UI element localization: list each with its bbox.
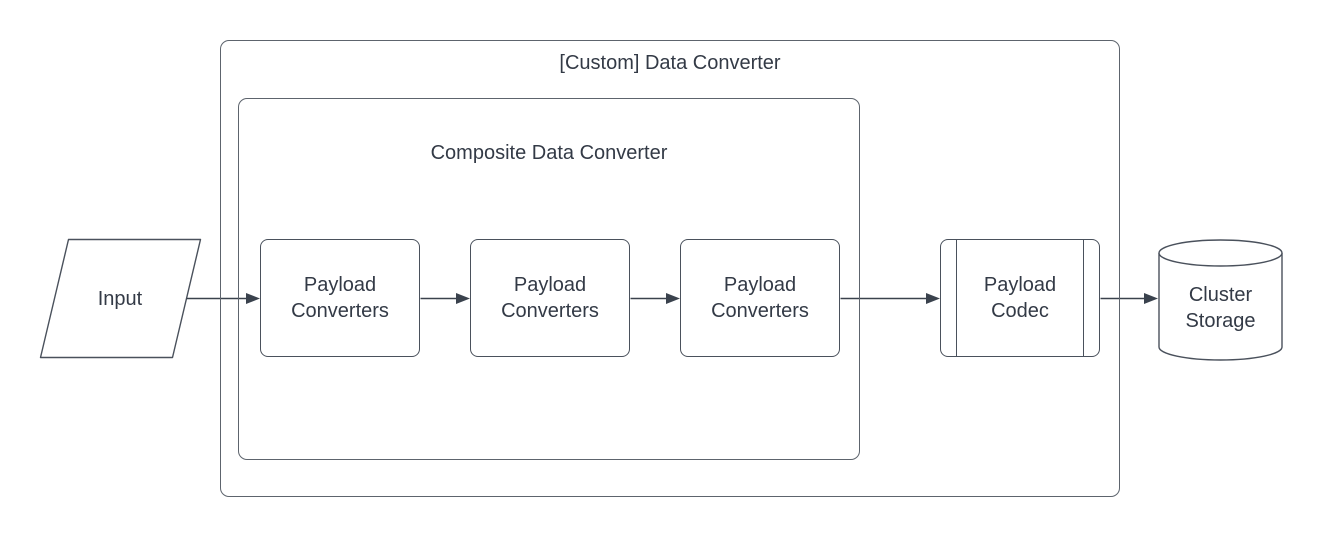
connector-input-to-converter-1 xyxy=(186,293,260,304)
connector-codec-to-storage xyxy=(1100,293,1158,304)
payload-converters-2-label: Payload Converters xyxy=(501,274,599,322)
connector-converter-1-to-2 xyxy=(420,293,470,304)
payload-codec-left-bar xyxy=(956,240,958,356)
custom-data-converter-title: [Custom] Data Converter xyxy=(559,52,781,74)
custom-data-converter-container xyxy=(220,40,1120,497)
payload-converters-3-label: Payload Converters xyxy=(711,274,809,322)
payload-converters-1-label: Payload Converters xyxy=(291,274,389,322)
cluster-storage-cylinder-top xyxy=(1158,239,1283,267)
payload-codec-right-bar xyxy=(1082,240,1084,356)
payload-codec-node: Payload Codec xyxy=(940,239,1100,357)
connector-converter-2-to-3 xyxy=(630,293,680,304)
payload-converters-node-2: Payload Converters xyxy=(470,239,630,357)
composite-data-converter-title: Composite Data Converter xyxy=(430,142,668,164)
input-parallelogram-shape xyxy=(39,238,202,359)
payload-codec-label: Payload Codec xyxy=(983,274,1057,322)
connector-converter-3-to-codec xyxy=(840,293,940,304)
payload-converters-node-3: Payload Converters xyxy=(680,239,840,357)
composite-data-converter-container xyxy=(238,98,860,460)
cluster-storage-cylinder-body xyxy=(1158,253,1283,361)
payload-converters-node-1: Payload Converters xyxy=(260,239,420,357)
